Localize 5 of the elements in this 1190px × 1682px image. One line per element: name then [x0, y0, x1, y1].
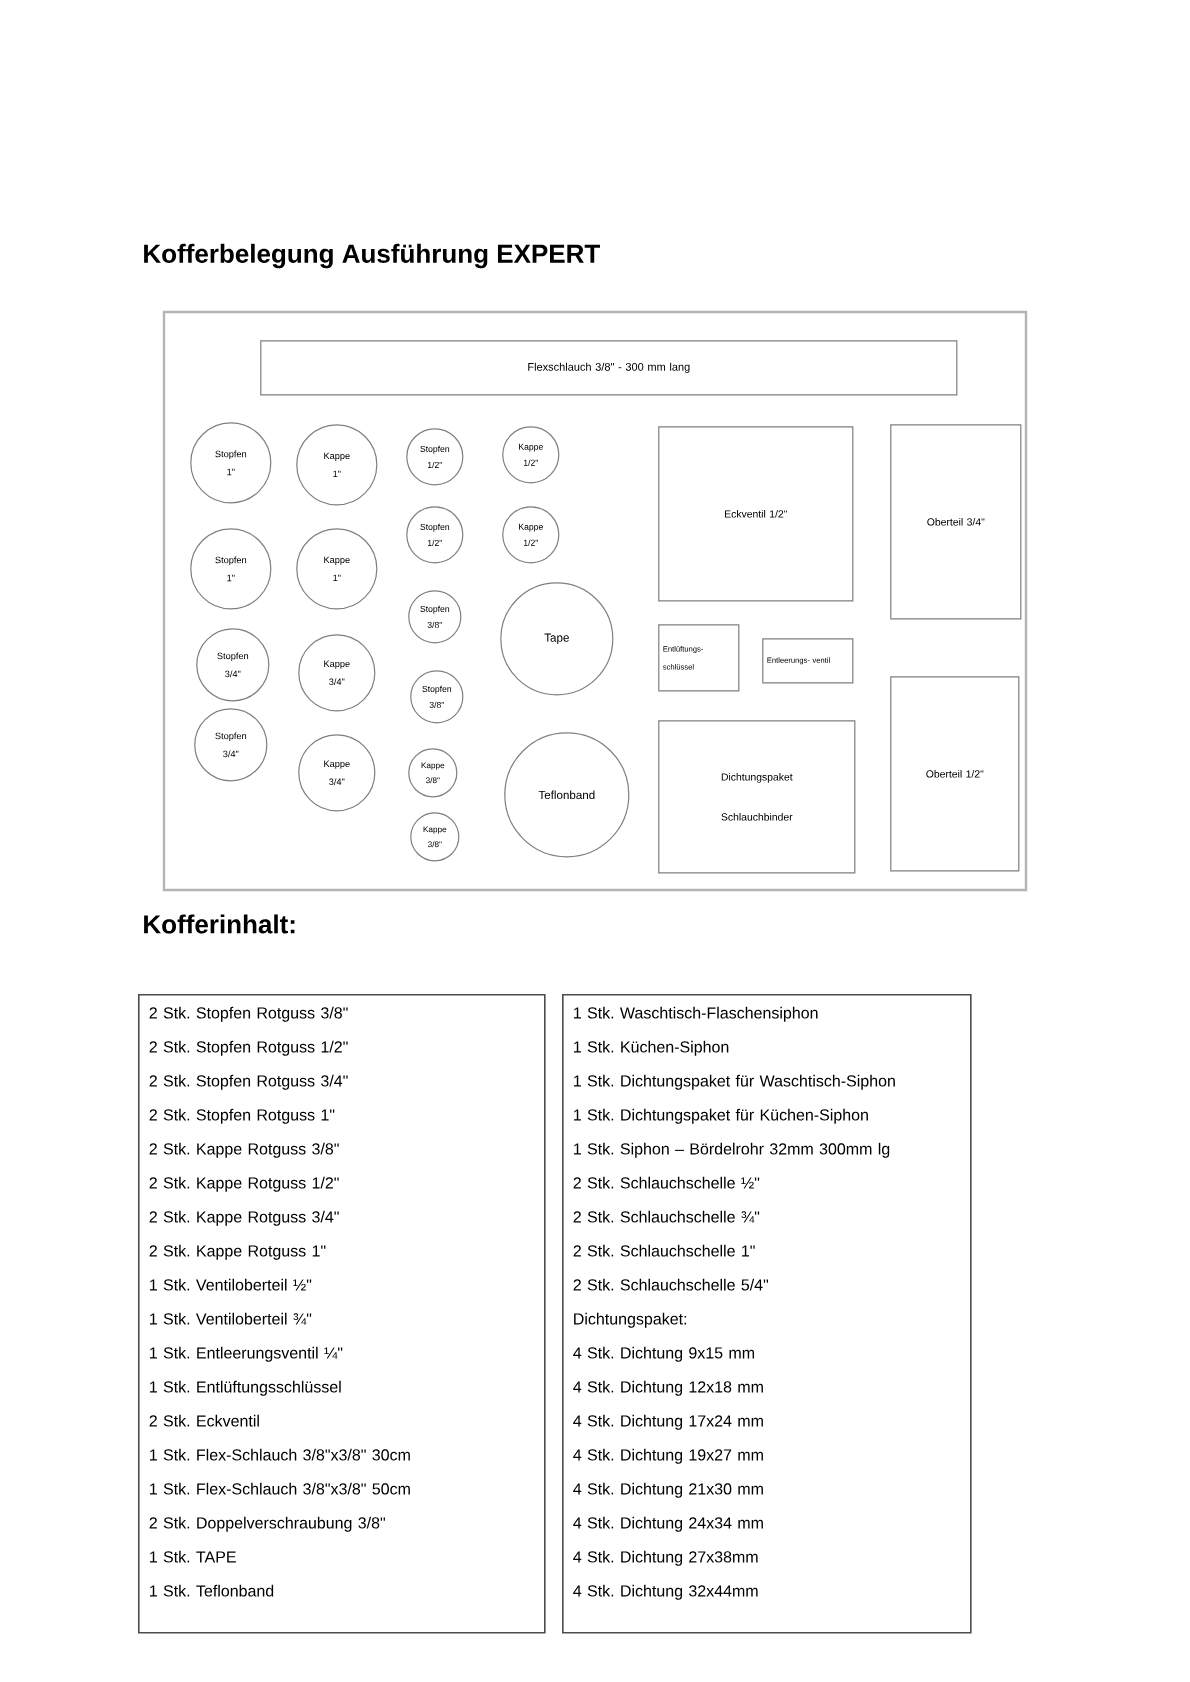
case-layout-frame [162, 310, 1028, 892]
parts-list-box: 2 Stk. Stopfen Rotguss 3/8" 2 Stk. Stopfen Rotguss 1/2" 2 Stk. Stopfen Rotguss 3/4" 2 Stk. Stopfen Rotguss 1" 2 Stk. Kappe Rotguss 3/8" 2 Stk. Kappe Rotguss 1/2" 2 Stk. Kappe Rotguss 3/4" 2 Stk. Kappe Rotguss 1" 1 Stk. Ventiloberteil ½" 1 Stk. Ventiloberteil ¾" 1 Stk. Entleerungsventil ¼" 1 Stk. Entlüftungsschlüssel 2 Stk. Eckventil 1 Stk. Flex-Schlauch 3/8"x3/8" 30cm 1 Stk. Flex-Schlauch 3/8"x3/8" 50cm 2 Stk. Doppelverschraubung 3/8" 1 Stk. TAPE 1 Stk. Teflonband [138, 994, 546, 1634]
heading: Kofferbelegung Ausführung EXPERT [144, 243, 600, 269]
heading: Kofferinhalt: [144, 914, 295, 934]
parts-list-box: 1 Stk. Waschtisch-Flaschensiphon 1 Stk. Küchen-Siphon 1 Stk. Dichtungspaket für Waschtisch-Siphon 1 Stk. Dichtungspaket für Küchen-Siphon 1 Stk. Siphon – Bördelrohr 32mm 300mm lg 2 Stk. Schlauchschelle ½" 2 Stk. Schlauchschelle ¾" 2 Stk. Schlauchschelle 1" 2 Stk. Schlauchschelle 5/4" Dichtungspaket: 4 Stk. Dichtung 9x15 mm 4 Stk. Dichtung 12x18 mm 4 Stk. Dichtung 17x24 mm 4 Stk. Dichtung 19x27 mm 4 Stk. Dichtung 21x30 mm 4 Stk. Dichtung 24x34 mm 4 Stk. Dichtung 27x38mm 4 Stk. Dichtung 32x44mm [562, 994, 972, 1634]
